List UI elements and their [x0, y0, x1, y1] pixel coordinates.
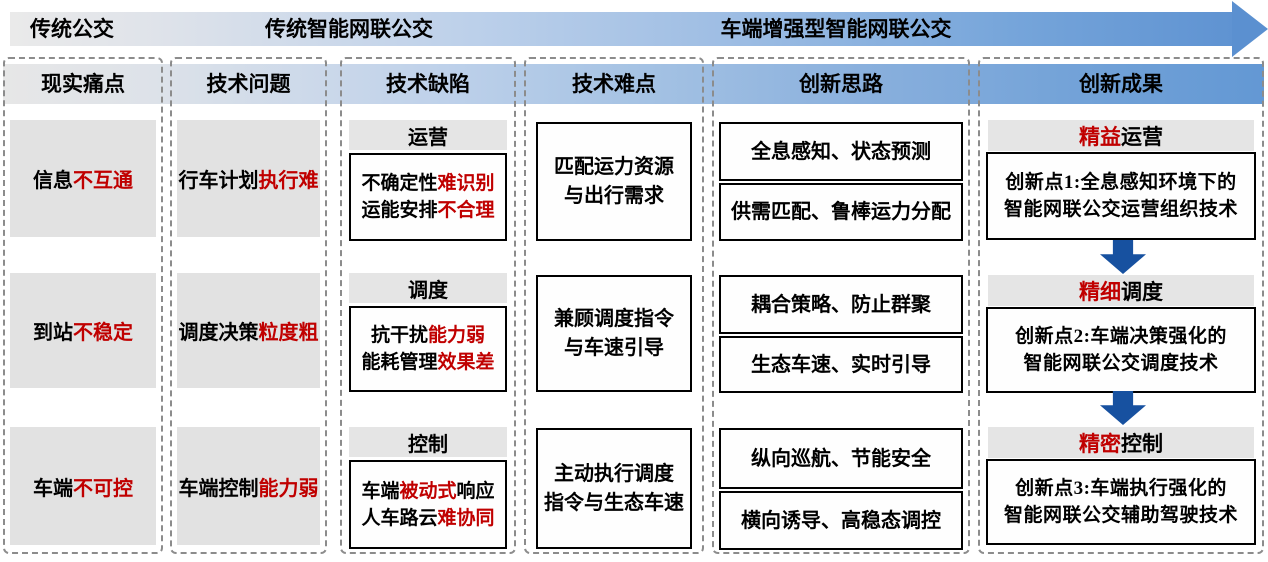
defect-box-control: 车端被动式响应 人车路云难协同	[349, 460, 507, 549]
column-header-result: 创新成果	[1079, 72, 1163, 96]
defect-box-dispatch: 抗干扰能力弱 能耗管理效果差	[349, 306, 507, 392]
column-pain-points: 现实痛点 信息不互通 到站不稳定 车端不可控	[3, 57, 163, 554]
column-header-defect: 技术缺陷	[386, 72, 470, 96]
result-line: 智能网联公交调度技术	[1023, 353, 1219, 374]
result-line: 智能网联公交运营组织技术	[1003, 199, 1238, 220]
phase-label-traditional: 传统公交	[30, 17, 114, 41]
column-header-problem: 技术问题	[206, 72, 291, 96]
result-line: 智能网联公交辅助驾驶技术	[1003, 505, 1238, 526]
phase-label-traditional-icv: 传统智能网联公交	[265, 17, 433, 41]
phase-label-enhanced-icv: 车端增强型智能网联公交	[720, 17, 952, 41]
idea-box: 生态车速、实时引导	[719, 336, 963, 393]
difficulty-box: 兼顾调度指令 与车速引导	[536, 275, 692, 392]
idea-box: 横向诱导、高稳态调控	[719, 491, 963, 550]
pain-point-cell: 信息不互通	[10, 120, 156, 237]
result-line: 创新点1:全息感知环境下的	[1005, 172, 1237, 193]
defect-line: 能耗管理效果差	[361, 352, 495, 373]
result-box-innovation-3: 创新点3:车端执行强化的 智能网联公交辅助驾驶技术	[986, 459, 1256, 545]
result-line: 创新点3:车端执行强化的	[1015, 478, 1227, 499]
difficulty-line: 匹配运力资源	[554, 155, 674, 178]
column-tech-problems: 技术问题 行车计划执行难 调度决策粒度粗 车端控制能力弱	[170, 57, 327, 554]
down-arrow-icon	[1100, 391, 1146, 425]
difficulty-line: 与车速引导	[564, 336, 664, 359]
column-header-pain: 现实痛点	[41, 72, 125, 96]
idea-box: 纵向巡航、节能安全	[719, 428, 963, 489]
tech-problem-cell: 行车计划执行难	[177, 120, 320, 237]
difficulty-line: 指令与生态车速	[544, 491, 684, 514]
difficulty-line: 主动执行调度	[554, 462, 674, 485]
pain-point-cell: 到站不稳定	[10, 273, 156, 388]
phase-arrow-bar	[10, 12, 1232, 46]
defect-line: 车端被动式响应	[361, 480, 495, 502]
difficulty-box: 主动执行调度 指令与生态车速	[536, 428, 692, 549]
column-tech-defects: 技术缺陷 运营 不确定性难识别 运能安排不合理 调度 抗干扰能力弱 能耗管理效果…	[340, 57, 516, 554]
idea-box: 耦合策略、防止群聚	[719, 275, 963, 334]
tech-problem-cell: 调度决策粒度粗	[177, 273, 320, 388]
defect-line: 运能安排不合理	[361, 200, 495, 221]
defect-box-operation: 不确定性难识别 运能安排不合理	[349, 153, 507, 241]
pain-point-cell: 车端不可控	[10, 427, 156, 545]
down-arrow-icon	[1100, 240, 1146, 274]
column-header-band	[3, 64, 1264, 104]
tech-problem-cell: 车端控制能力弱	[177, 427, 320, 545]
difficulty-line: 与出行需求	[564, 184, 664, 207]
column-header-idea: 创新思路	[799, 72, 883, 96]
idea-box: 供需匹配、鲁棒运力分配	[719, 183, 963, 241]
difficulty-box: 匹配运力资源 与出行需求	[536, 122, 692, 241]
result-title-fine-dispatch: 精细调度	[988, 275, 1254, 306]
defect-line: 抗干扰能力弱	[370, 325, 486, 346]
defect-label-dispatch: 调度	[349, 273, 507, 303]
column-header-difficulty: 技术难点	[572, 72, 656, 96]
column-innovation-ideas: 创新思路 全息感知、状态预测 供需匹配、鲁棒运力分配 耦合策略、防止群聚 生态车…	[712, 57, 970, 554]
defect-line: 不确定性难识别	[361, 173, 495, 194]
result-title-lean-operation: 精益运营	[988, 120, 1254, 151]
result-title-precise-control: 精密控制	[988, 427, 1254, 458]
difficulty-line: 兼顾调度指令	[554, 307, 674, 330]
column-innovation-results: 创新成果 精益运营 创新点1:全息感知环境下的 智能网联公交运营组织技术 精细调…	[978, 57, 1264, 554]
column-tech-difficulties: 技术难点 匹配运力资源 与出行需求 兼顾调度指令 与车速引导 主动执行调度 指令…	[524, 57, 704, 554]
result-line: 创新点2:车端决策强化的	[1015, 326, 1227, 347]
phase-arrow-head-icon	[1232, 1, 1268, 57]
defect-line: 人车路云难协同	[361, 507, 495, 529]
result-box-innovation-1: 创新点1:全息感知环境下的 智能网联公交运营组织技术	[986, 152, 1256, 240]
defect-label-operation: 运营	[349, 120, 507, 150]
idea-box: 全息感知、状态预测	[719, 122, 963, 181]
result-box-innovation-2: 创新点2:车端决策强化的 智能网联公交调度技术	[986, 307, 1256, 393]
defect-label-control: 控制	[349, 427, 507, 457]
